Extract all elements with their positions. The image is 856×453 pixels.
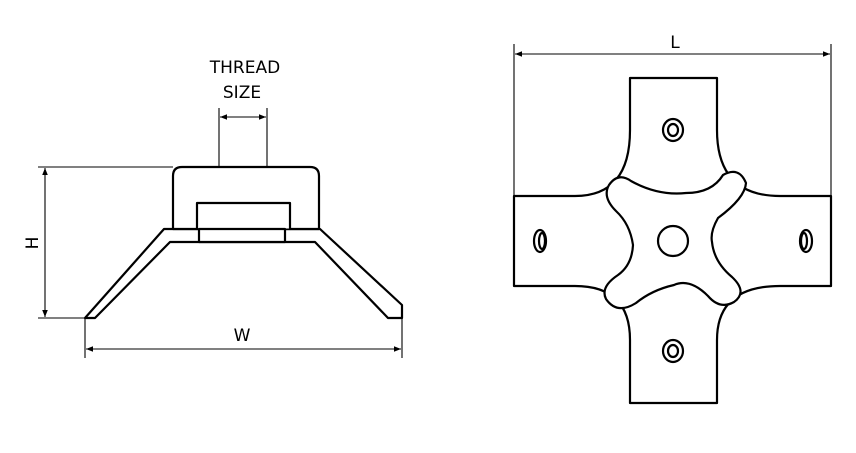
thread-size-label-line2: SIZE bbox=[223, 83, 261, 103]
height-dimension: H bbox=[23, 166, 173, 319]
slot-hole-right bbox=[798, 228, 814, 254]
thread-size-dimension: THREAD SIZE bbox=[209, 58, 280, 167]
length-dimension: L bbox=[513, 33, 832, 196]
nut-recess bbox=[195, 201, 292, 231]
screw-hole-top bbox=[661, 117, 685, 143]
center-hole bbox=[656, 224, 690, 258]
top-view: L bbox=[512, 33, 833, 405]
thread-size-label-line1: THREAD bbox=[209, 58, 280, 78]
width-dimension: W bbox=[84, 318, 403, 358]
screw-hole-bottom bbox=[661, 338, 685, 364]
height-label: H bbox=[23, 237, 43, 250]
slot-hole-left bbox=[532, 228, 548, 254]
width-label: W bbox=[234, 326, 251, 346]
nut bbox=[197, 227, 287, 244]
side-view: THREAD SIZE H W bbox=[23, 58, 404, 358]
length-label: L bbox=[670, 33, 680, 53]
